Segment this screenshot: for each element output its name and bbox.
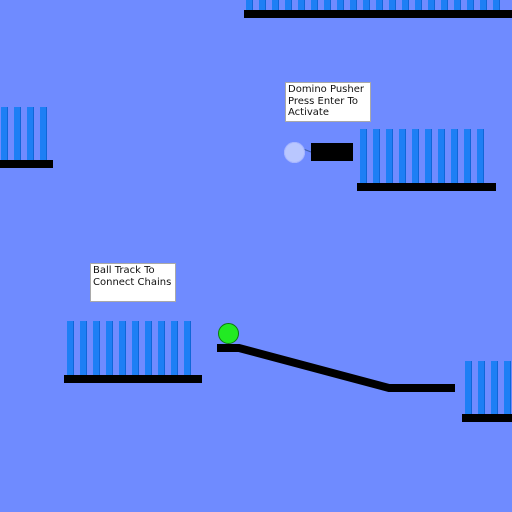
- domino-group-left: [1, 107, 47, 160]
- domino: [272, 0, 279, 10]
- domino: [412, 129, 419, 183]
- domino-pusher-label: Domino Pusher Press Enter To Activate: [285, 82, 371, 122]
- domino: [1, 107, 8, 160]
- domino-group-top: [246, 0, 500, 10]
- domino: [14, 107, 21, 160]
- domino-group-bottom-right: [465, 361, 511, 414]
- domino: [132, 321, 139, 375]
- domino: [467, 0, 474, 10]
- domino-group-bottom-left: [67, 321, 191, 375]
- domino: [480, 0, 487, 10]
- pusher-ball-icon[interactable]: [284, 142, 305, 163]
- domino: [477, 129, 484, 183]
- domino: [350, 0, 357, 10]
- domino: [399, 129, 406, 183]
- domino: [415, 0, 422, 10]
- domino-pusher[interactable]: [311, 143, 353, 161]
- domino: [451, 129, 458, 183]
- domino: [493, 0, 500, 10]
- domino: [298, 0, 305, 10]
- domino: [428, 0, 435, 10]
- domino: [145, 321, 152, 375]
- domino: [311, 0, 318, 10]
- domino: [337, 0, 344, 10]
- domino: [158, 321, 165, 375]
- domino: [464, 129, 471, 183]
- domino: [27, 107, 34, 160]
- domino: [93, 321, 100, 375]
- ball-track-label: Ball Track To Connect Chains: [90, 263, 176, 302]
- domino: [246, 0, 253, 10]
- domino: [363, 0, 370, 10]
- green-ball-icon[interactable]: [218, 323, 239, 344]
- domino: [425, 129, 432, 183]
- domino: [491, 361, 498, 414]
- domino: [454, 0, 461, 10]
- domino: [184, 321, 191, 375]
- domino: [402, 0, 409, 10]
- domino: [478, 361, 485, 414]
- domino: [80, 321, 87, 375]
- domino: [376, 0, 383, 10]
- platform-middle-right: [357, 183, 496, 191]
- domino: [360, 129, 367, 183]
- platform-bottom-left: [64, 375, 202, 383]
- domino: [465, 361, 472, 414]
- domino: [171, 321, 178, 375]
- domino: [40, 107, 47, 160]
- domino: [504, 361, 511, 414]
- domino: [441, 0, 448, 10]
- domino-group-middle-right: [360, 129, 484, 183]
- domino: [373, 129, 380, 183]
- domino: [285, 0, 292, 10]
- domino: [259, 0, 266, 10]
- domino: [389, 0, 396, 10]
- domino: [119, 321, 126, 375]
- platform-top: [244, 10, 512, 18]
- platform-bottom-right: [462, 414, 512, 422]
- platform-left: [0, 160, 53, 168]
- domino: [67, 321, 74, 375]
- domino: [106, 321, 113, 375]
- domino: [386, 129, 393, 183]
- domino: [324, 0, 331, 10]
- domino: [438, 129, 445, 183]
